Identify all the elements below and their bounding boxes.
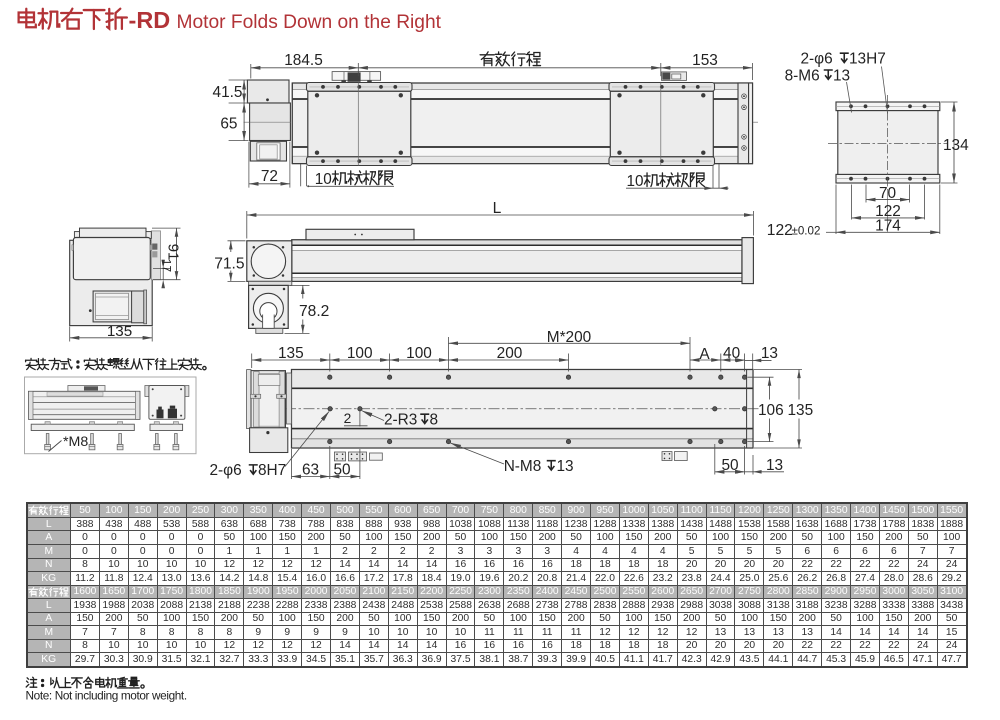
svg-text:184.5: 184.5: [284, 52, 323, 69]
svg-text:135: 135: [107, 323, 132, 340]
svg-text:200: 200: [497, 345, 523, 362]
svg-text:122: 122: [767, 222, 793, 239]
svg-text:70: 70: [879, 185, 896, 202]
svg-text:135: 135: [788, 402, 814, 419]
svg-text:10: 10: [315, 171, 332, 188]
svg-text:50: 50: [333, 461, 350, 478]
svg-text:2-φ6: 2-φ6: [801, 51, 833, 68]
svg-text:72: 72: [261, 168, 278, 185]
svg-text:65: 65: [220, 115, 237, 132]
svg-text:50: 50: [721, 457, 738, 474]
svg-text:153: 153: [692, 52, 718, 69]
svg-text:8-M6: 8-M6: [785, 67, 820, 84]
svg-text:78.2: 78.2: [299, 303, 329, 320]
svg-text:41.5: 41.5: [213, 84, 243, 101]
svg-text:N-M8: N-M8: [504, 458, 542, 475]
svg-text:A: A: [699, 346, 710, 363]
svg-text:Motor Folds Down on the Right: Motor Folds Down on the Right: [177, 12, 442, 33]
svg-text:100: 100: [347, 345, 373, 362]
svg-text:Note: Not including motor weig: Note: Not including motor weight.: [26, 689, 187, 703]
svg-text:71.5: 71.5: [214, 255, 245, 272]
svg-text:106: 106: [758, 402, 784, 419]
svg-text:M*200: M*200: [547, 329, 592, 346]
svg-text:13: 13: [761, 345, 778, 362]
svg-text:-RD: -RD: [129, 7, 171, 33]
svg-text:13: 13: [766, 457, 783, 474]
svg-text:100: 100: [406, 345, 432, 362]
svg-text:2: 2: [344, 411, 352, 426]
svg-text:13: 13: [557, 458, 574, 475]
svg-text:40: 40: [723, 345, 740, 362]
svg-text:122: 122: [875, 203, 901, 220]
svg-text:10: 10: [627, 173, 644, 190]
svg-text:8H7: 8H7: [258, 462, 286, 479]
svg-text:63: 63: [302, 461, 319, 478]
svg-text:135: 135: [278, 345, 304, 362]
svg-text:17: 17: [159, 259, 173, 272]
svg-text:8: 8: [430, 412, 439, 429]
svg-text:13: 13: [833, 67, 850, 84]
svg-text:±0.02: ±0.02: [792, 225, 821, 238]
svg-text:*M8: *M8: [63, 434, 88, 450]
svg-text:2-R3: 2-R3: [384, 412, 417, 429]
svg-text:13H7: 13H7: [849, 51, 886, 68]
svg-text:2-φ6: 2-φ6: [210, 462, 242, 479]
svg-text:174: 174: [875, 218, 901, 235]
svg-text:L: L: [493, 200, 502, 217]
svg-text:91: 91: [164, 244, 181, 261]
svg-text:134: 134: [943, 137, 969, 154]
